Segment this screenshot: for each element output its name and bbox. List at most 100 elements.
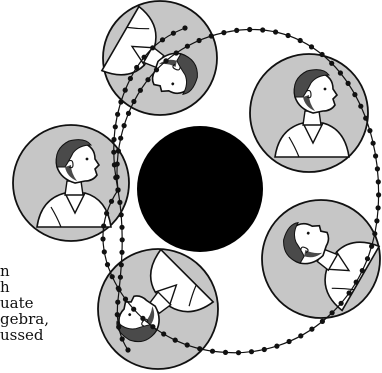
- curve-dot: [274, 344, 279, 349]
- curve-dot: [131, 307, 136, 312]
- curve-dot: [126, 111, 131, 116]
- curve-dot: [161, 331, 166, 336]
- curve-dot: [105, 262, 110, 267]
- curve-dot: [330, 310, 335, 315]
- curve-dot: [113, 124, 118, 129]
- curve-dot: [347, 290, 352, 295]
- curve-dot: [338, 70, 343, 75]
- curve-dot: [371, 141, 376, 146]
- curve-dot: [150, 45, 155, 50]
- curve-dot: [145, 77, 150, 82]
- curve-dot: [369, 244, 374, 249]
- curve-dot: [298, 333, 303, 338]
- curve-dot: [154, 67, 159, 72]
- curve-dot: [210, 349, 215, 354]
- curve-dot: [116, 324, 121, 329]
- curve-dot: [123, 297, 128, 302]
- curve-dot: [236, 350, 241, 355]
- curve-dot: [111, 150, 116, 155]
- curve-dot: [150, 324, 155, 329]
- curve-dot: [376, 192, 381, 197]
- curve-dot: [101, 223, 106, 228]
- curve-dot: [365, 256, 370, 261]
- curve-dot: [197, 38, 202, 43]
- curve-dot: [260, 27, 265, 32]
- curve-dot: [115, 312, 120, 317]
- curve-dot: [123, 88, 128, 93]
- curve-dot: [374, 218, 379, 223]
- curve-dot: [376, 205, 381, 210]
- curve-dot: [118, 275, 123, 280]
- curve-dot: [116, 148, 121, 153]
- curve-dot: [171, 31, 176, 36]
- curve-dot: [262, 347, 267, 352]
- portrait-top: [102, 1, 217, 115]
- curve-dot: [174, 50, 179, 55]
- curve-dot: [119, 262, 124, 267]
- curve-dot: [113, 175, 118, 180]
- text-fragment-5: ussed: [0, 327, 44, 344]
- curve-dot: [309, 327, 314, 332]
- curve-dot: [173, 338, 178, 343]
- curve-dot: [363, 116, 368, 121]
- curve-dot: [182, 25, 187, 30]
- curve-dot: [160, 37, 165, 42]
- curve-dot: [112, 162, 117, 167]
- curve-dot: [346, 81, 351, 86]
- portrait-upper-right: [250, 54, 368, 172]
- curve-dot: [309, 44, 314, 49]
- curve-dot: [373, 153, 378, 158]
- curve-dot: [110, 274, 115, 279]
- curve-dot: [140, 316, 145, 321]
- portrait-left: [13, 125, 129, 241]
- curve-dot: [117, 200, 122, 205]
- curve-dot: [142, 55, 147, 60]
- curve-dot: [120, 336, 125, 341]
- curve-dot: [247, 27, 252, 32]
- curve-dot: [329, 61, 334, 66]
- curve-dot: [185, 44, 190, 49]
- curve-dot: [128, 76, 133, 81]
- curve-dot: [376, 179, 381, 184]
- curve-dot: [117, 287, 122, 292]
- curve-dot: [352, 92, 357, 97]
- curve-dot: [102, 249, 107, 254]
- curve-dot: [339, 301, 344, 306]
- curve-dot: [249, 349, 254, 354]
- curve-dot: [138, 88, 143, 93]
- curve-dot: [197, 346, 202, 351]
- curve-dot: [320, 319, 325, 324]
- curve-dot: [120, 237, 125, 242]
- curve-dot: [125, 347, 130, 352]
- curve-dot: [286, 33, 291, 38]
- curve-dot: [134, 65, 139, 70]
- curve-dot: [367, 128, 372, 133]
- curve-dot: [298, 38, 303, 43]
- curve-dot: [122, 123, 127, 128]
- curve-dot: [100, 236, 105, 241]
- curve-dot: [115, 187, 120, 192]
- curve-dot: [287, 339, 292, 344]
- curve-dot: [185, 342, 190, 347]
- curve-dot: [131, 99, 136, 104]
- curve-dot: [358, 104, 363, 109]
- curve-dot: [375, 166, 380, 171]
- curve-dot: [109, 199, 114, 204]
- curve-dot: [354, 280, 359, 285]
- curve-dot: [320, 52, 325, 57]
- curve-dot: [119, 212, 124, 217]
- curve-dot: [209, 33, 214, 38]
- portrait-lower-right: [262, 200, 380, 318]
- curve-dot: [111, 137, 116, 142]
- curve-dot: [221, 30, 226, 35]
- curve-dot: [118, 136, 123, 141]
- curve-dot: [360, 268, 365, 273]
- curve-dot: [234, 28, 239, 33]
- curve-dot: [104, 211, 109, 216]
- curve-dot: [119, 225, 124, 230]
- curve-dot: [119, 250, 124, 255]
- curve-dot: [115, 300, 120, 305]
- curve-dot: [223, 350, 228, 355]
- curve-dot: [115, 112, 120, 117]
- curve-dot: [163, 58, 168, 63]
